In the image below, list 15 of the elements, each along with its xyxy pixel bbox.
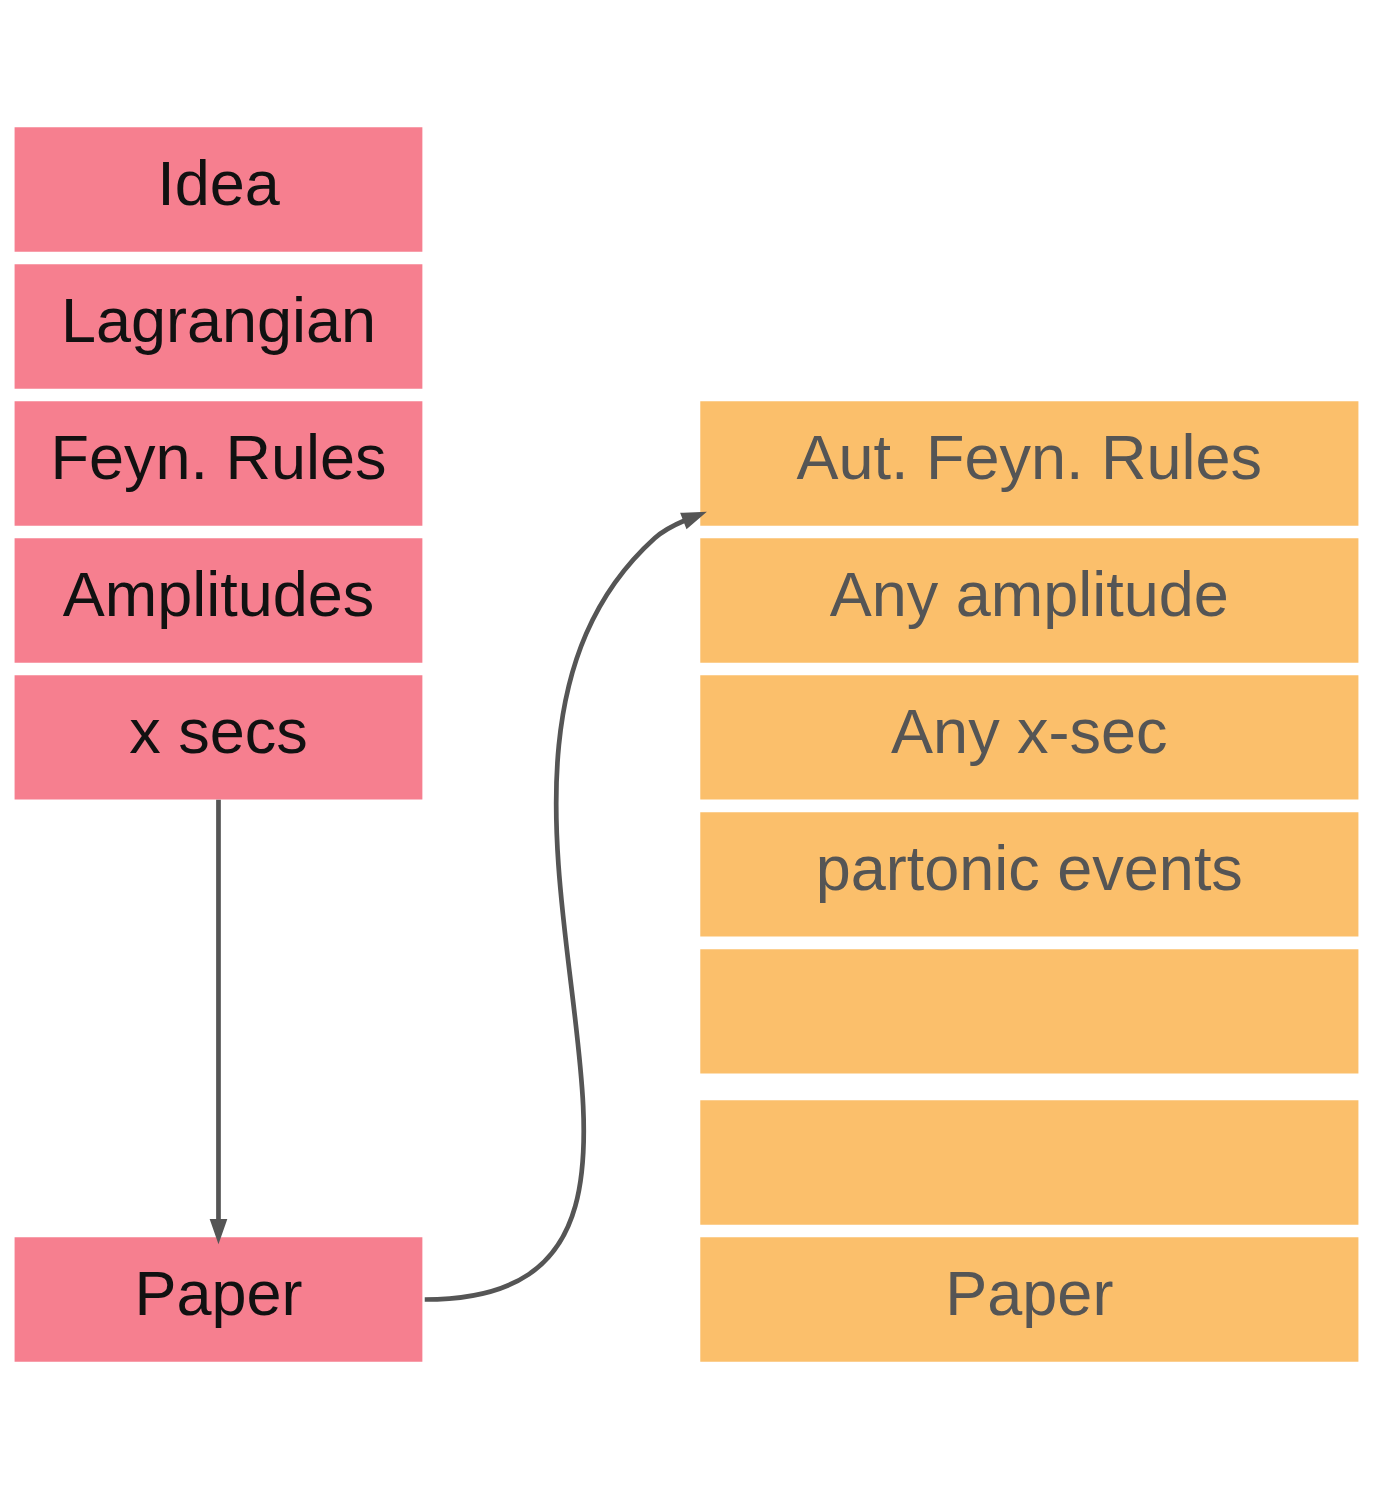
arrow	[209, 799, 228, 1245]
node-box: Lagrangian	[14, 264, 423, 389]
node-box: x secs	[14, 675, 423, 800]
arrow	[424, 511, 707, 1302]
node-box	[700, 949, 1359, 1074]
node-box: Any amplitude	[700, 538, 1359, 663]
node-box	[700, 1100, 1359, 1225]
node-box: Aut. Feyn. Rules	[700, 401, 1359, 526]
node-box: Any x-sec	[700, 675, 1359, 800]
node-box: Idea	[14, 127, 423, 252]
node-box: partonic events	[700, 812, 1359, 937]
node-box: Amplitudes	[14, 538, 423, 663]
node-box: Feyn. Rules	[14, 401, 423, 526]
node-box: Paper	[14, 1237, 423, 1362]
node-box: Paper	[700, 1237, 1359, 1362]
